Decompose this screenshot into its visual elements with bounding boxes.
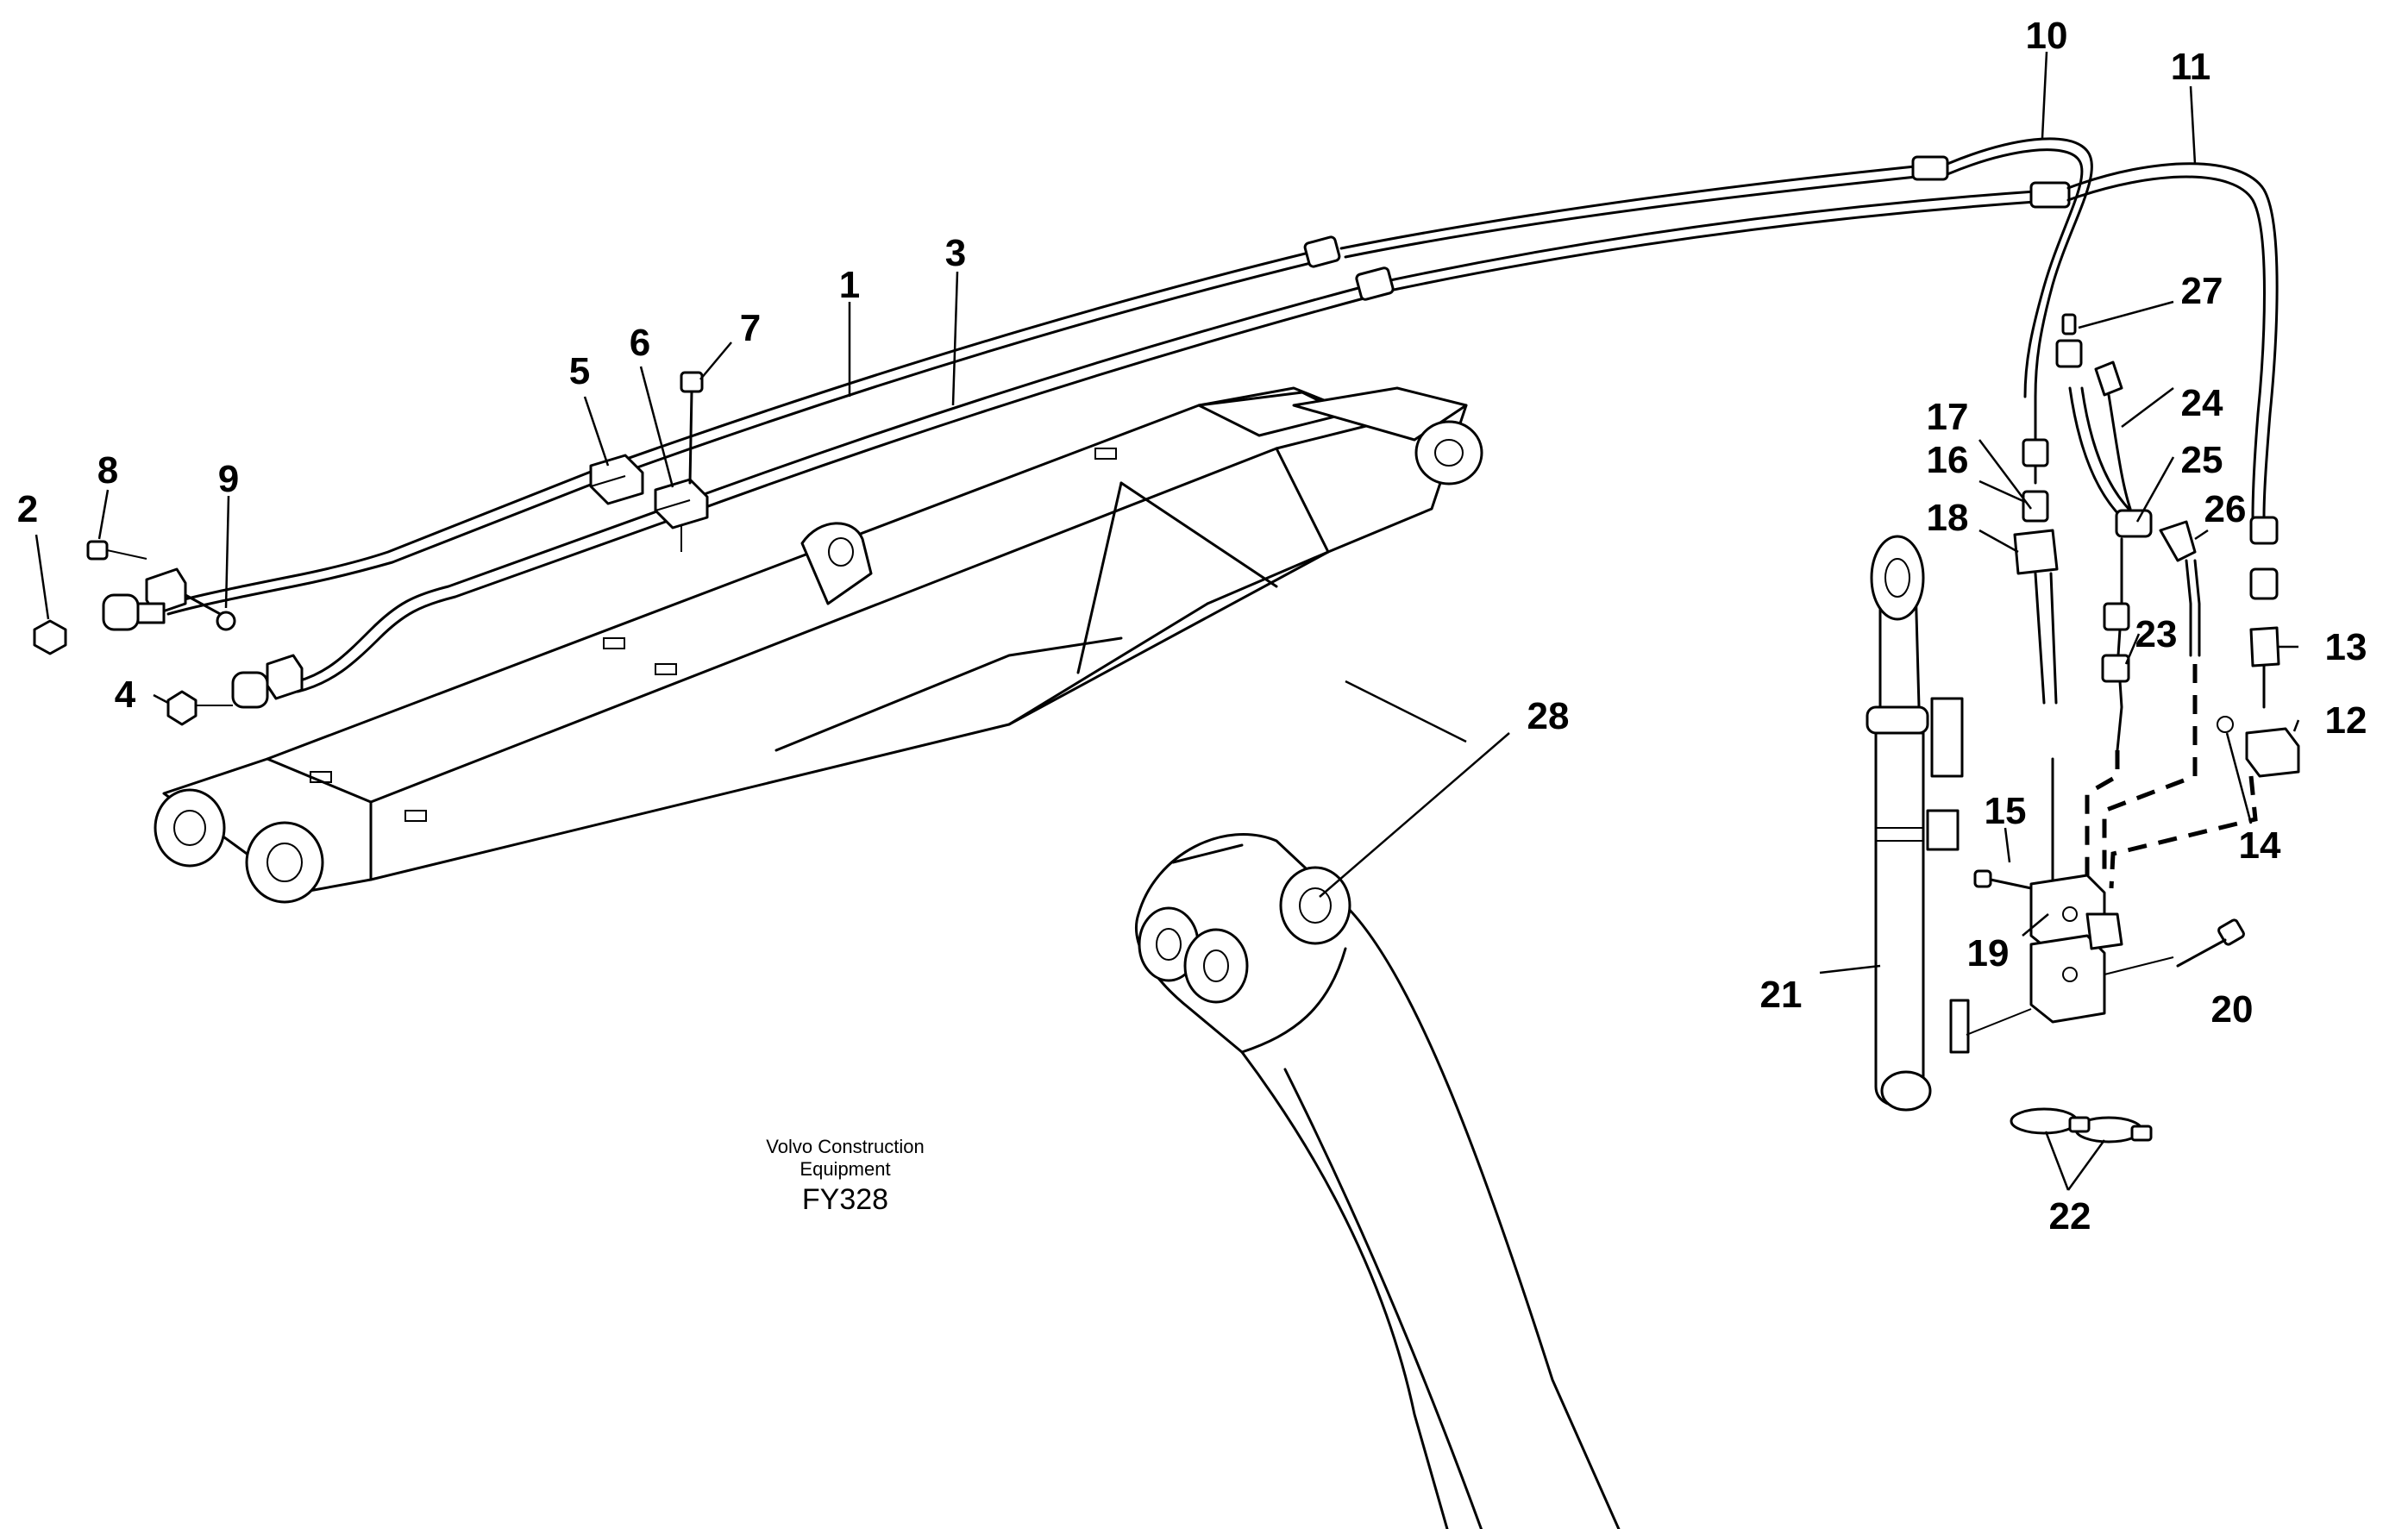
label-9: 9: [218, 458, 239, 500]
label-12: 12: [2325, 699, 2367, 742]
hydraulic-line-17: [2013, 395, 2059, 881]
label-27: 27: [2181, 270, 2223, 312]
label-5: 5: [569, 350, 590, 392]
label-1: 1: [839, 264, 860, 306]
boom: [154, 386, 1483, 904]
o-ring-14: [2217, 716, 2234, 733]
clamp-6: [654, 478, 709, 552]
arm-stick: [1135, 833, 1621, 1529]
hydraulic-line-24: [2055, 313, 2153, 752]
label-24: 24: [2181, 382, 2223, 424]
hose-clamps-22: [2010, 1107, 2153, 1144]
label-16: 16: [1927, 439, 1969, 481]
label-3: 3: [945, 232, 966, 274]
hose-end-12-13: [2245, 516, 2300, 778]
valve-block-19: [2029, 874, 2123, 1024]
label-2: 2: [17, 488, 38, 530]
leader-20-block: [2104, 956, 2174, 975]
bolt-15: [1973, 869, 2033, 890]
dashed-line-left: [2085, 750, 2120, 875]
label-23: 23: [2135, 613, 2178, 655]
figure-code: FY328: [802, 1183, 888, 1216]
bolt-20: [2176, 918, 2245, 968]
hose-11: [2029, 162, 2279, 519]
label-8: 8: [97, 449, 118, 492]
label-28: 28: [1527, 695, 1570, 737]
caption-company-line1: Volvo Construction: [766, 1136, 924, 1157]
label-11: 11: [2171, 46, 2211, 88]
bolt-7: [680, 371, 704, 485]
union-fitting-upper: [102, 593, 166, 631]
label-7: 7: [740, 307, 761, 349]
label-25: 25: [2181, 439, 2223, 481]
label-6: 6: [630, 322, 650, 364]
dashed-line-right: [2109, 775, 2258, 889]
label-22: 22: [2049, 1195, 2091, 1238]
nut-4: [166, 690, 233, 726]
nut-2: [33, 619, 67, 655]
label-14: 14: [2239, 824, 2281, 867]
label-18: 18: [1927, 497, 1969, 539]
label-13: 13: [2325, 626, 2367, 668]
leader-lines: [34, 51, 2300, 1191]
label-21: 21: [1760, 974, 1803, 1016]
elbow-26: [2159, 520, 2201, 657]
label-10: 10: [2026, 15, 2068, 57]
label-17: 17: [1927, 396, 1969, 438]
label-20: 20: [2211, 988, 2254, 1031]
union-fitting-lower: [231, 654, 304, 709]
label-19: 19: [1967, 932, 2010, 974]
clamp-5: [589, 454, 644, 505]
dashed-line-mid: [2102, 664, 2198, 880]
label-26: 26: [2204, 488, 2247, 530]
pipe-coupling-upper: [1303, 235, 1395, 301]
label-4: 4: [115, 674, 136, 716]
washer-9: [216, 611, 236, 631]
label-15: 15: [1985, 790, 2027, 832]
caption-company-line2: Equipment: [800, 1158, 890, 1180]
leader-19-cylinder: [1966, 1008, 2032, 1036]
hydraulic-cylinder-21: [1866, 535, 1970, 1112]
